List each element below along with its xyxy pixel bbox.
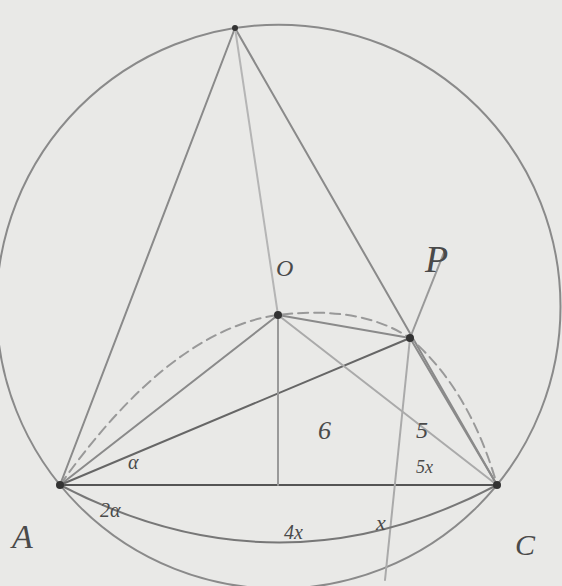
point xyxy=(493,481,501,489)
point-label: 5 xyxy=(416,418,428,442)
point-label: C xyxy=(515,530,535,560)
point xyxy=(406,334,414,342)
point xyxy=(274,311,282,319)
side-line xyxy=(235,28,497,485)
segment-op xyxy=(278,315,410,338)
segment-ao xyxy=(60,315,278,485)
point-label: x xyxy=(376,512,386,534)
arc xyxy=(60,313,497,485)
point xyxy=(56,481,64,489)
segment-to xyxy=(235,28,278,315)
point xyxy=(232,25,238,31)
segment-oc xyxy=(278,315,497,485)
point-label: 2α xyxy=(100,500,121,520)
point-label: 5x xyxy=(416,458,433,476)
point-label: A xyxy=(12,520,33,554)
circumcircle xyxy=(0,25,561,586)
point-label: O xyxy=(276,256,293,280)
point-label: 4x xyxy=(284,522,303,542)
point-label: P xyxy=(425,240,448,278)
point-label: 6 xyxy=(318,418,331,444)
perpendicular xyxy=(277,315,279,485)
point-label: α xyxy=(128,452,139,472)
segment-pc xyxy=(410,338,497,485)
segment-ap xyxy=(60,338,410,485)
lower-arc xyxy=(60,485,497,543)
extension xyxy=(385,338,410,580)
